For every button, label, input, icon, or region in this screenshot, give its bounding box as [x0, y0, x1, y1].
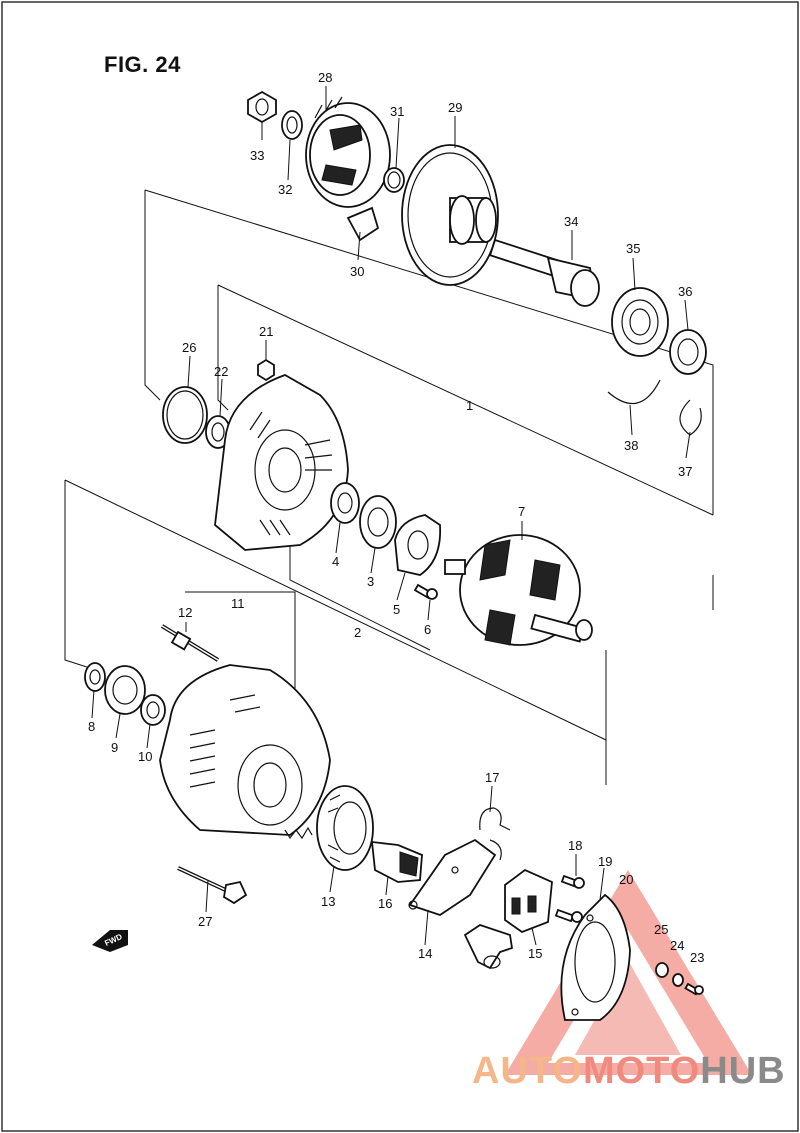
part-19-screw: [554, 908, 583, 923]
part-14-terminal: [463, 924, 514, 970]
part-23-screw: [684, 982, 704, 996]
callout-33: 33: [250, 148, 264, 163]
callout-19: 19: [598, 854, 612, 869]
part-20-rear-cover: [560, 893, 631, 1021]
callout-27: 27: [198, 914, 212, 929]
callout-6: 6: [424, 622, 431, 637]
callout-20: 20: [619, 872, 633, 887]
part-15-regulator: [504, 868, 553, 934]
part-6-screw: [413, 583, 438, 600]
callout-32: 32: [278, 182, 292, 197]
part-4-washer: [330, 482, 360, 524]
callout-36: 36: [678, 284, 692, 299]
callout-11: 11: [231, 596, 245, 611]
callout-31: 31: [390, 104, 404, 119]
callout-22: 22: [214, 364, 228, 379]
callout-38: 38: [624, 438, 638, 453]
callout-28: 28: [318, 70, 332, 85]
watermark-logo-triangle: [505, 870, 752, 1075]
callout-13: 13: [321, 894, 335, 909]
callout-37: 37: [678, 464, 692, 479]
callout-17: 17: [485, 770, 499, 785]
part-21-nut: [257, 358, 275, 382]
part-30-rubber-damper: [346, 206, 380, 242]
callout-3: 3: [367, 574, 374, 589]
callout-23: 23: [690, 950, 704, 965]
part-26-oring: [162, 386, 208, 444]
part-11-rear-housing: [159, 664, 331, 840]
part-38-circlip: [607, 379, 661, 405]
front-housing: [214, 374, 349, 551]
callout-21: 21: [259, 324, 273, 339]
callout-9: 9: [111, 740, 118, 755]
part-8-washer: [84, 662, 106, 692]
part-24-washer: [672, 973, 684, 987]
callout-30: 30: [350, 264, 364, 279]
watermark-moto: MOTO: [582, 1050, 701, 1092]
assembly-1-bracket: [144, 189, 714, 610]
part-16-brush-holder: [370, 840, 423, 883]
callout-25: 25: [654, 922, 668, 937]
callout-10: 10: [138, 749, 152, 764]
callout-29: 29: [448, 100, 462, 115]
part-9-bearing: [104, 665, 146, 715]
part-27-bolt: [177, 866, 248, 905]
part-28-damper-hub: [305, 96, 391, 208]
part-18-screw: [560, 874, 585, 889]
callout-4: 4: [332, 554, 339, 569]
watermark-text: AUTOMOTOHUB: [472, 1050, 786, 1093]
part-32-washer: [281, 110, 303, 140]
callout-35: 35: [626, 241, 640, 256]
part-31-oring: [383, 167, 405, 193]
part-34-shaft: [488, 238, 600, 307]
callout-24: 24: [670, 938, 684, 953]
callout-18: 18: [568, 838, 582, 853]
assembly-2-bracket: [64, 479, 607, 785]
part-10-seal: [140, 694, 166, 726]
watermark-auto: AUTO: [472, 1050, 583, 1092]
callout-2: 2: [354, 625, 361, 640]
part-13-stator: [316, 785, 374, 871]
part-33-nut: [247, 90, 277, 124]
fwd-direction-arrow-icon: FWD: [92, 930, 128, 952]
callout-numbers: 1 2 3 4 5 6 7 8 9 10 11 12 13 14 15 16 1…: [88, 70, 704, 965]
part-5-retainer-plate: [394, 514, 442, 576]
callout-leaders: [91, 86, 691, 946]
part-12-stud-bolt: [160, 624, 220, 662]
watermark-hub: HUB: [700, 1050, 786, 1092]
part-25-washer: [655, 962, 669, 978]
callout-5: 5: [393, 602, 400, 617]
figure-title: FIG. 24: [104, 52, 181, 77]
callout-14: 14: [418, 946, 432, 961]
part-14-regulator-bracket: [408, 838, 497, 916]
part-7-rotor: [444, 534, 593, 646]
callout-15: 15: [528, 946, 542, 961]
callout-8: 8: [88, 719, 95, 734]
part-35-bearing: [611, 287, 669, 357]
part-29-driven-gear: [401, 144, 499, 286]
part-36-seal: [669, 329, 707, 375]
callout-1: 1: [466, 398, 473, 413]
callout-12: 12: [178, 605, 192, 620]
part-37-snap-ring: [679, 399, 702, 436]
part-17-clamp: [479, 807, 511, 861]
part-3-bearing: [359, 495, 397, 549]
callout-16: 16: [378, 896, 392, 911]
callout-34: 34: [564, 214, 578, 229]
callout-7: 7: [518, 504, 525, 519]
callout-26: 26: [182, 340, 196, 355]
